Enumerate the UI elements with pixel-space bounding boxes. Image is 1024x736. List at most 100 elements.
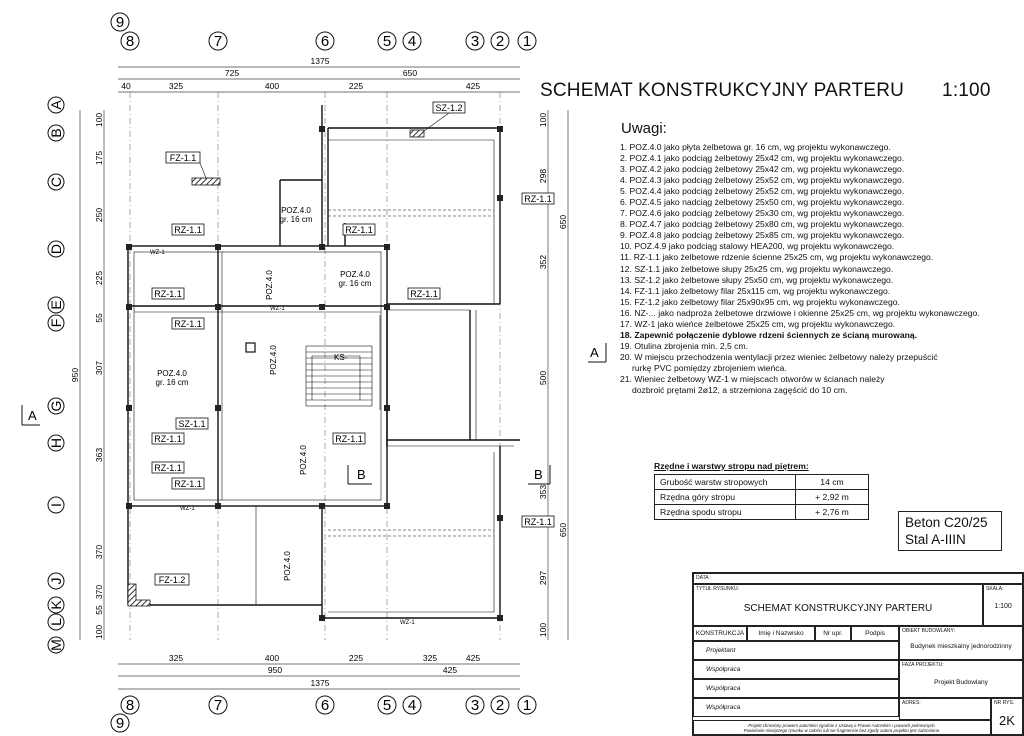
role-cell: Współpraca	[706, 685, 741, 692]
axis-bottom-label: 9	[116, 715, 124, 732]
slab-label: POZ.4.0	[265, 270, 274, 300]
note-item: 10. POZ.4.9 jako podciąg stalowy HEA200,…	[620, 241, 895, 252]
ring-beam-label: WZ-1	[150, 250, 165, 256]
rz-label: RZ-1.1	[524, 517, 552, 527]
note-item: dozbroić prętami 2ø12, a strzemiona zagę…	[632, 385, 848, 396]
axis-bottom-label: 4	[408, 697, 416, 714]
slab-label: POZ.4.0	[269, 345, 278, 375]
dimension-value: 225	[349, 653, 363, 663]
ring-beam-label: WZ-1	[400, 620, 415, 626]
dimension-value: 225	[349, 81, 363, 91]
axis-left-bubble	[47, 296, 65, 314]
axis-left-bubble	[47, 596, 65, 614]
axis-left-label: C	[48, 177, 64, 187]
dimension-value: 950	[70, 368, 80, 382]
table-title: Rzędne i warstwy stropu nad piętrem:	[654, 461, 809, 471]
note-item: 11. RZ-1.1 jako żelbetowe rdzenie ścienn…	[620, 252, 934, 263]
dimension-value: 352	[538, 255, 548, 269]
axis-bottom-label: 1	[523, 697, 531, 714]
note-item: 9. POZ.4.8 jako podciąg żelbetowy 25x85 …	[620, 230, 905, 241]
axis-top-label: 1	[523, 33, 531, 50]
fz11-label: FZ-1.1	[170, 153, 197, 163]
slab-thickness: gr. 16 cm	[280, 215, 313, 224]
axis-left-bubble	[47, 314, 65, 332]
note-item: 3. POZ.4.2 jako podciąg żelbetowy 25x42 …	[620, 164, 905, 175]
role-cell: Projektant	[706, 647, 736, 654]
axis-left-label: J	[48, 578, 64, 585]
axis-left-bubble	[47, 124, 65, 142]
axis-bottom-bubble	[120, 695, 140, 715]
note-item: 2. POZ.4.1 jako podciąg żelbetowy 25x42 …	[620, 153, 905, 164]
dimension-value: 100	[538, 623, 548, 637]
axis-bottom-label: 2	[496, 697, 504, 714]
axis-left-bubble	[47, 173, 65, 191]
section-mark-a: A	[28, 408, 37, 423]
drawing-scale: 1:100	[942, 80, 991, 101]
stair-label: KS-	[334, 353, 348, 362]
drawing-title: SCHEMAT KONSTRUKCYJNY PARTERU 1:100	[540, 80, 991, 102]
dimension-value: 353	[538, 485, 548, 499]
rz-label: RZ-1.1	[335, 434, 363, 444]
dimension-value: 400	[265, 81, 279, 91]
dimension-value: 100	[94, 625, 104, 639]
axis-bottom-bubble	[208, 695, 228, 715]
copyright-line: Powielanie niniejszego rysunku w całości…	[743, 728, 941, 733]
note-item: rurkę PVC pomiędzy zbrojeniem wieńca.	[632, 362, 787, 373]
walls	[127, 105, 520, 619]
axis-left-label: D	[48, 244, 64, 254]
axis-top-label: 2	[496, 33, 504, 50]
materials-box: Beton C20/25 Stal A-IIIN	[898, 511, 1002, 551]
section-marks	[21, 343, 607, 485]
axis-left-label: L	[48, 618, 64, 626]
axis-left-bubble	[47, 434, 65, 452]
section-mark-a: A	[590, 345, 599, 360]
dimension-value: 298	[538, 169, 548, 183]
axis-top-bubble	[315, 31, 335, 51]
dimension-value: 425	[466, 653, 480, 663]
drawing-title-label: TYTUŁ RYSUNKU:	[696, 586, 739, 592]
dimension-value: 325	[423, 653, 437, 663]
dimension-value: 650	[558, 215, 568, 229]
note-item: 5. POZ.4.4 jako podciąg żelbetowy 25x52 …	[620, 186, 905, 197]
dimension-value: 40	[121, 81, 131, 91]
steel-class: Stal A-IIIN	[905, 532, 966, 547]
th-license: Nr upr.	[823, 630, 843, 637]
axis-left-label: A	[48, 100, 64, 110]
rz-label: RZ-1.1	[154, 289, 182, 299]
notes-heading: Uwagi:	[621, 120, 667, 137]
axis-top-bubble	[402, 31, 422, 51]
ventilation-icon	[245, 342, 256, 353]
ring-beam-label: WZ-1	[180, 506, 195, 512]
dimension-value: 650	[558, 523, 568, 537]
note-item: 15. FZ-1.2 jako żelbetowy filar 25x90x95…	[620, 296, 900, 307]
address-label: ADRES:	[902, 700, 921, 706]
th-signature: Podpis	[865, 630, 885, 637]
axis-top-bubble	[208, 31, 228, 51]
dimension-value: 225	[94, 271, 104, 285]
axis-bottom-bubble	[490, 695, 510, 715]
axis-left-bubble	[47, 572, 65, 590]
object-value: Budynek mieszkalny jednorodzinny	[910, 643, 1012, 650]
title-block-title: SCHEMAT KONSTRUKCYJNY PARTERU	[743, 603, 933, 614]
dimension-value: 650	[403, 68, 417, 78]
element-labels: SZ-1.2 FZ-1.1 FZ-1.2 RZ-1.1 RZ-1.1 RZ-1.…	[150, 101, 555, 626]
ring-beam-label: WZ-1	[270, 306, 285, 312]
table-row: Rzędna spodu stropu+ 2,76 m	[654, 504, 869, 520]
phase-value: Projekt Budowlany	[934, 679, 988, 686]
dimension-value: 370	[94, 585, 104, 599]
axis-top-bubble	[490, 31, 510, 51]
role-cell: Współpraca	[706, 666, 741, 673]
note-item: 8. POZ.4.7 jako podciąg żelbetowy 25x80 …	[620, 219, 905, 230]
axis-left-bubble	[47, 240, 65, 258]
slab-label: POZ.4.0	[340, 270, 370, 279]
phase-label: FAZA PROJEKTU:	[902, 662, 944, 668]
note-item: 6. POZ.4.5 jako nadciąg żelbetowy 25x50 …	[620, 197, 905, 208]
drawing-title-text: SCHEMAT KONSTRUKCYJNY PARTERU	[540, 80, 905, 101]
axis-top-bubble	[465, 31, 485, 51]
axis-bottom-bubble	[517, 695, 537, 715]
dimension-value: 55	[94, 313, 104, 323]
